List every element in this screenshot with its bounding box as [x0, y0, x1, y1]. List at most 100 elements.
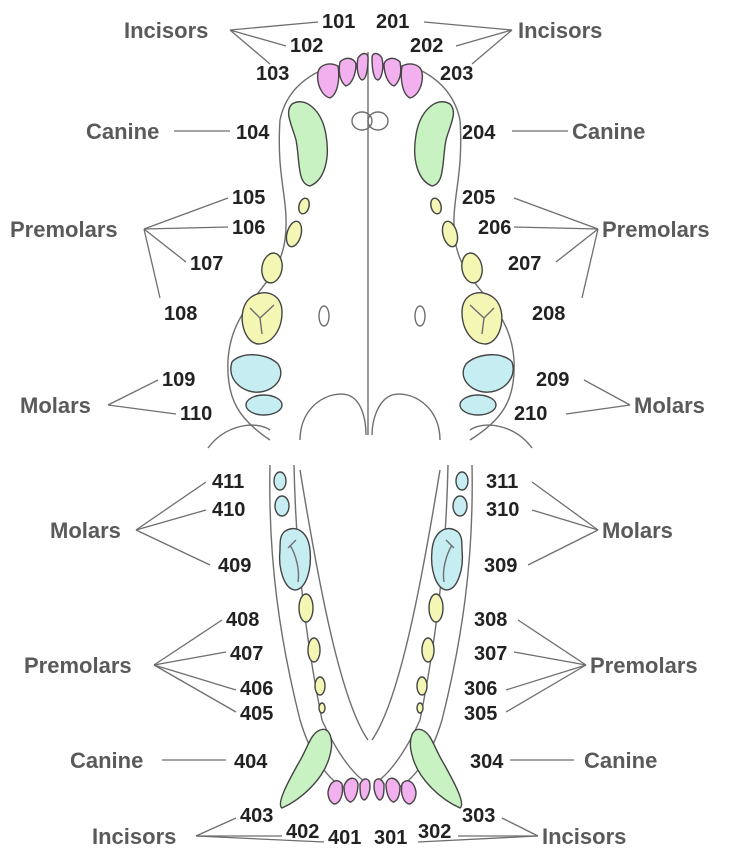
tooth-203 — [401, 64, 422, 98]
number-110: 110 — [180, 403, 212, 425]
tooth-402 — [344, 778, 358, 802]
number-403: 403 — [240, 805, 273, 827]
label-incisors-upper-left: Incisors — [124, 18, 208, 43]
tooth-307 — [422, 638, 434, 662]
number-102: 102 — [290, 35, 323, 57]
tooth-305 — [417, 703, 423, 713]
tooth-202 — [384, 58, 401, 86]
tooth-308 — [429, 594, 443, 622]
tooth-102 — [339, 58, 356, 86]
number-302: 302 — [418, 821, 451, 843]
tooth-206 — [440, 220, 460, 249]
tooth-303 — [401, 781, 416, 804]
soft-palate-left — [208, 425, 270, 448]
palate-curve-left — [300, 394, 366, 440]
number-307: 307 — [474, 643, 507, 665]
tooth-403 — [328, 781, 343, 804]
tooth-310 — [453, 496, 467, 516]
tooth-409 — [280, 529, 311, 590]
number-208: 208 — [532, 303, 565, 325]
tooth-309 — [432, 529, 463, 590]
tooth-106 — [284, 220, 304, 249]
number-411: 411 — [212, 471, 244, 493]
number-104: 104 — [236, 122, 270, 144]
number-301: 301 — [374, 827, 407, 849]
palate-curve-right — [372, 394, 440, 440]
number-201: 201 — [376, 11, 409, 33]
leader-lines — [108, 22, 630, 842]
label-premolars-lower-right: Premolars — [590, 653, 698, 678]
number-310: 310 — [486, 499, 519, 521]
number-204: 204 — [462, 122, 496, 144]
tooth-404 — [280, 729, 331, 808]
number-107: 107 — [190, 253, 223, 275]
upper-jaw — [208, 52, 532, 448]
number-311: 311 — [486, 471, 518, 493]
number-109: 109 — [162, 369, 195, 391]
number-406: 406 — [240, 678, 273, 700]
tooth-406 — [315, 677, 325, 695]
tooth-301 — [374, 779, 384, 800]
lower-jaw — [270, 465, 472, 808]
lower-incisors — [328, 778, 416, 804]
tooth-110 — [246, 395, 282, 415]
tooth-408 — [299, 594, 313, 622]
label-canine-upper-right: Canine — [572, 119, 645, 144]
tooth-205 — [429, 197, 443, 215]
label-molars-lower-right: Molars — [602, 518, 673, 543]
tooth-204 — [415, 102, 454, 186]
label-incisors-lower-left: Incisors — [92, 824, 176, 849]
tooth-311 — [456, 472, 468, 490]
number-202: 202 — [410, 35, 443, 57]
label-premolars-upper-left: Premolars — [10, 217, 118, 242]
number-203: 203 — [440, 63, 473, 85]
number-209: 209 — [536, 369, 569, 391]
tooth-104 — [289, 102, 328, 186]
tooth-304 — [410, 729, 461, 808]
palatine-foramen-left — [319, 306, 329, 326]
tooth-411 — [274, 472, 286, 490]
incisive-papilla-right — [368, 112, 388, 130]
incisive-papilla — [352, 112, 372, 130]
number-101: 101 — [322, 11, 355, 33]
number-401: 401 — [328, 827, 361, 849]
tooth-108 — [242, 293, 282, 344]
number-206: 206 — [478, 217, 511, 239]
number-404: 404 — [234, 751, 268, 773]
tooth-302 — [386, 778, 400, 802]
number-304: 304 — [470, 751, 504, 773]
label-molars-upper-left: Molars — [20, 393, 91, 418]
number-405: 405 — [240, 703, 273, 725]
number-408: 408 — [226, 609, 259, 631]
number-103: 103 — [256, 63, 289, 85]
tooth-407 — [308, 638, 320, 662]
tooth-207 — [460, 251, 485, 284]
label-molars-lower-left: Molars — [50, 518, 121, 543]
number-305: 305 — [464, 703, 497, 725]
label-canine-lower-left: Canine — [70, 748, 143, 773]
label-premolars-lower-left: Premolars — [24, 653, 132, 678]
number-409: 409 — [218, 555, 251, 577]
palatine-foramen-right — [415, 306, 425, 326]
number-205: 205 — [462, 187, 495, 209]
number-207: 207 — [508, 253, 541, 275]
number-402: 402 — [286, 821, 319, 843]
label-incisors-lower-right: Incisors — [542, 824, 626, 849]
tooth-410 — [275, 496, 289, 516]
tooth-210 — [460, 395, 496, 415]
tooth-101 — [357, 54, 368, 81]
tooth-103 — [318, 64, 339, 98]
number-309: 309 — [484, 555, 517, 577]
tooth-208 — [462, 293, 502, 344]
soft-palate-right — [470, 425, 532, 448]
number-410: 410 — [212, 499, 245, 521]
label-canine-lower-right: Canine — [584, 748, 657, 773]
number-306: 306 — [464, 678, 497, 700]
number-108: 108 — [164, 303, 197, 325]
tooth-405 — [319, 703, 325, 713]
label-molars-upper-right: Molars — [634, 393, 705, 418]
tooth-109 — [231, 355, 281, 392]
number-407: 407 — [230, 643, 263, 665]
number-303: 303 — [462, 805, 495, 827]
